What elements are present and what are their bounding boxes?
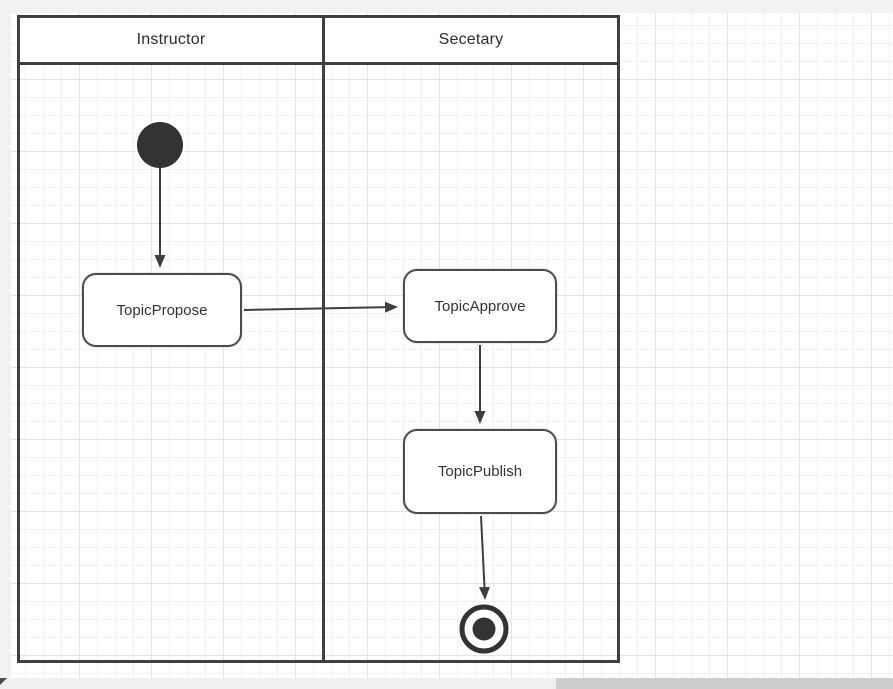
lane-body-secetary[interactable]	[325, 65, 617, 660]
lane-header-instructor[interactable]: Instructor	[20, 18, 322, 65]
action-label: TopicPropose	[116, 301, 208, 319]
action-node-topicapprove[interactable]: TopicApprove	[403, 269, 557, 343]
cursor-icon	[0, 678, 7, 685]
horizontal-scrollbar[interactable]	[0, 678, 893, 689]
edge-propose-to-approve[interactable]	[243, 301, 398, 313]
action-label: TopicApprove	[434, 297, 526, 315]
initial-node-icon[interactable]	[137, 122, 183, 168]
lane-title: Secetary	[438, 31, 504, 48]
swimlane-pool[interactable]: Instructor Secetary	[17, 15, 620, 663]
lane-header-secetary[interactable]: Secetary	[325, 18, 617, 65]
lane-instructor[interactable]: Instructor	[20, 18, 325, 660]
edge-publish-to-end[interactable]	[478, 515, 490, 600]
action-label: TopicPublish	[437, 463, 523, 480]
horizontal-scrollbar-thumb[interactable]	[556, 678, 893, 689]
final-node-icon[interactable]	[459, 604, 509, 654]
action-node-topicpropose[interactable]: TopicPropose	[82, 273, 242, 347]
lane-title: Instructor	[136, 31, 206, 48]
action-node-topicpublish[interactable]: TopicPublish	[403, 429, 557, 514]
lane-secetary[interactable]: Secetary	[325, 18, 617, 660]
